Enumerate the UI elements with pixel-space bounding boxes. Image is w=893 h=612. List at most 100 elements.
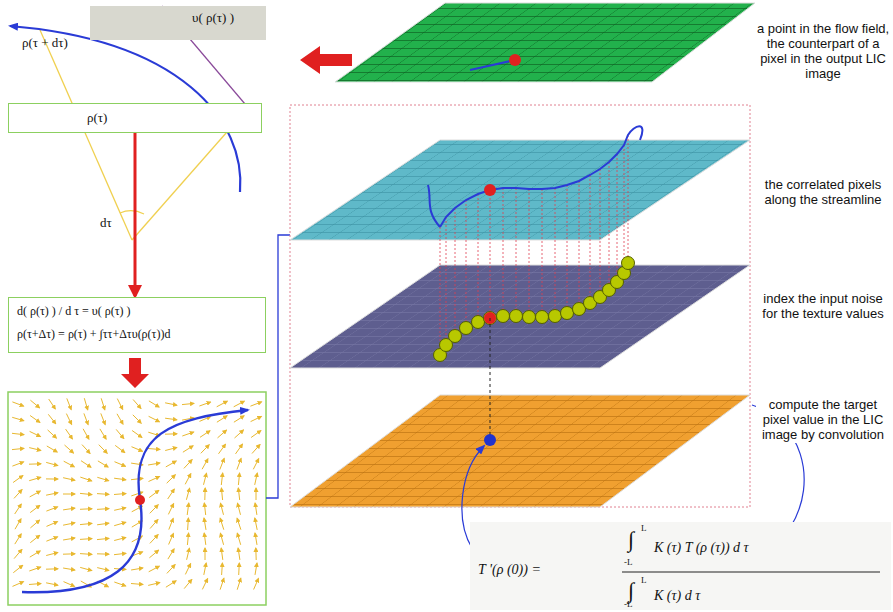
correlation-line xyxy=(542,189,543,317)
vector-arrow xyxy=(12,402,23,406)
vector-arrow xyxy=(167,565,175,574)
step-description: a point in the flow field, the counterpa… xyxy=(756,22,890,82)
vector-arrow xyxy=(187,518,189,530)
math-label: ∫ xyxy=(628,527,634,552)
vector-arrow xyxy=(238,503,241,515)
vector-arrow xyxy=(252,445,260,454)
correlation-line xyxy=(609,162,610,290)
vector-arrow xyxy=(48,430,57,438)
noise-sample xyxy=(449,330,462,343)
vector-arrow xyxy=(13,582,24,587)
vector-arrow xyxy=(97,568,109,571)
vector-arrow xyxy=(46,568,58,569)
vector-arrow xyxy=(165,418,177,420)
vector-arrow xyxy=(184,460,192,469)
vector-arrow xyxy=(100,429,106,439)
vector-arrow xyxy=(14,490,22,499)
vector-arrow xyxy=(131,584,143,585)
vector-arrow xyxy=(30,535,39,542)
vector-arrow xyxy=(29,567,40,571)
node-text: ρ(τ) xyxy=(87,110,253,126)
vector-arrow xyxy=(200,431,210,438)
vector-arrow xyxy=(30,400,39,408)
correlation-line xyxy=(503,188,504,316)
vector-arrow xyxy=(150,505,158,514)
vector-arrow xyxy=(80,477,91,481)
correlation-line xyxy=(628,135,629,263)
vector-arrow xyxy=(255,563,257,575)
vector-arrow xyxy=(184,579,192,588)
vector-arrow xyxy=(251,431,261,438)
vector-arrow xyxy=(133,415,141,423)
vector-arrow xyxy=(221,503,224,515)
vector-arrow xyxy=(255,533,257,545)
vector-arrow xyxy=(46,553,58,556)
vector-arrow xyxy=(97,523,109,525)
vector-arrow xyxy=(80,523,92,524)
vector-arrow xyxy=(66,414,71,425)
vector-arrow xyxy=(148,449,160,450)
equation-box: d( ρ(τ) ) / d τ = υ( ρ(τ) )ρ(τ+Δτ) = ρ(τ… xyxy=(8,297,266,353)
vector-arrow xyxy=(12,448,24,449)
correlation-line xyxy=(478,194,479,322)
vector-arrow xyxy=(202,459,208,469)
vector-arrow xyxy=(47,446,57,452)
vector-arrow xyxy=(12,462,23,466)
vector-arrow xyxy=(221,473,222,485)
vector-arrow xyxy=(99,445,107,454)
vector-arrow xyxy=(114,478,126,480)
correlation-line xyxy=(600,169,601,297)
vector-arrow xyxy=(114,553,126,554)
vector-arrow xyxy=(114,494,126,495)
vector-arrow xyxy=(63,523,75,525)
vector-arrow xyxy=(97,538,109,539)
vector-arrow xyxy=(255,518,257,530)
vector-arrow xyxy=(255,503,257,515)
vector-arrow xyxy=(15,504,22,514)
correlation-line xyxy=(590,175,591,303)
node-text: ρ(τ+Δτ) = ρ(τ) + ∫ττ+Δτυ(ρ(τ))d xyxy=(17,327,257,342)
vector-arrow xyxy=(235,430,244,438)
vector-arrow xyxy=(221,563,223,575)
vector-arrow xyxy=(29,463,41,464)
vector-arrow xyxy=(237,518,241,529)
vector-arrow xyxy=(117,414,123,424)
vector-arrow xyxy=(256,488,257,500)
vector-arrow xyxy=(148,463,160,465)
vector-arrow xyxy=(149,566,160,572)
vector-arrow xyxy=(48,414,55,423)
vector-arrow xyxy=(30,431,41,436)
node-text: υ( ρ(τ) ) xyxy=(190,10,236,26)
vector-arrow xyxy=(186,488,189,500)
vector-arrow xyxy=(187,503,189,515)
vector-arrow xyxy=(30,491,41,497)
vector-arrow xyxy=(63,568,75,570)
vector-arrow xyxy=(150,535,158,544)
vector-arrow xyxy=(199,402,210,406)
vector-arrow xyxy=(64,461,75,467)
vector-arrow xyxy=(253,459,258,470)
vector-arrow xyxy=(30,416,40,423)
vector-arrow xyxy=(202,579,207,590)
vector-arrow xyxy=(63,553,75,554)
vector-arrow xyxy=(251,416,262,421)
vector-arrow xyxy=(80,493,92,494)
vector-arrow xyxy=(201,445,209,454)
vector-arrow xyxy=(14,549,22,558)
vector-arrow xyxy=(98,461,108,467)
vector-arrow xyxy=(101,398,105,409)
vector-arrow xyxy=(204,518,206,530)
correlation-line xyxy=(440,227,441,355)
step-description: index the input noise for the texture va… xyxy=(756,292,890,322)
vector-arrow xyxy=(238,473,239,485)
math-label: ρ(τ + dτ) xyxy=(22,36,68,51)
noise-sample xyxy=(460,322,473,335)
vector-arrow xyxy=(166,581,176,587)
vector-arrow xyxy=(219,444,226,454)
vector-arrow xyxy=(29,448,41,451)
vector-arrow xyxy=(187,533,188,545)
vector-arrow xyxy=(182,432,193,436)
vector-arrow xyxy=(46,462,58,465)
vector-arrow xyxy=(149,401,159,407)
vector-arrow xyxy=(15,519,21,529)
